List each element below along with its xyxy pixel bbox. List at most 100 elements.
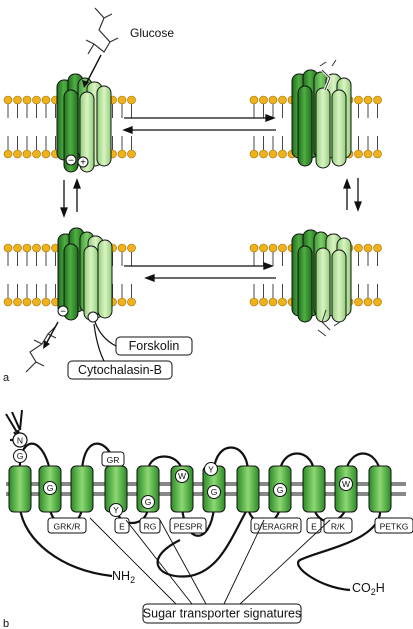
lipid-head <box>41 297 51 307</box>
lipid-head <box>127 297 136 307</box>
lipid-head <box>363 297 373 307</box>
lipid-head <box>32 243 41 253</box>
transporter-occluded-bottom <box>291 229 352 337</box>
cytochalasin-label: Cytochalasin-B <box>78 363 162 377</box>
lipid-head <box>41 95 51 105</box>
lipid-head <box>259 149 268 159</box>
helix-8 <box>236 465 260 513</box>
helix-residue: G <box>17 451 24 461</box>
lipid-head <box>127 243 136 253</box>
c-terminus-label: CO2H <box>352 581 385 597</box>
motif-label: PETKG <box>380 522 409 532</box>
lipid-head <box>13 243 22 253</box>
lipid-head <box>22 243 32 253</box>
cytochalasin-box <box>67 360 173 380</box>
lipid-head <box>3 297 13 307</box>
motif-label: R/K <box>331 522 346 532</box>
lipid-head <box>117 149 127 159</box>
lipid-head <box>363 243 373 253</box>
lipid-head <box>13 297 22 307</box>
lipid-head <box>127 95 136 105</box>
lipid-head <box>13 149 22 159</box>
helix-residue: G <box>211 487 218 497</box>
lipid-head <box>268 243 278 253</box>
lipid-head <box>259 243 268 253</box>
lipid-head <box>249 297 259 307</box>
lipid-head <box>41 243 51 253</box>
signature-box <box>142 603 302 624</box>
transporter-occluded-top <box>291 59 352 169</box>
lipid-head <box>13 95 22 105</box>
loop-residue-gr: GR <box>107 455 120 465</box>
helix-residue: Y <box>113 505 119 515</box>
topology-loops <box>10 429 382 592</box>
glycosylation-site: N <box>17 436 23 446</box>
lipid-head <box>22 95 32 105</box>
charge-minus: − <box>68 156 74 167</box>
lipid-head <box>41 149 51 159</box>
charge-minus-inward: − <box>60 307 66 318</box>
panel-a-label: a <box>3 372 10 384</box>
lipid-head <box>278 297 287 307</box>
lipid-head <box>32 297 41 307</box>
lipid-head <box>278 149 287 159</box>
lipid-head <box>117 243 127 253</box>
motif-label: PESPR <box>174 522 203 532</box>
lipid-head <box>363 95 373 105</box>
lipid-head <box>249 243 259 253</box>
lipid-head <box>127 149 136 159</box>
lipid-head <box>278 243 287 253</box>
lipid-head <box>249 95 259 105</box>
lipid-head <box>354 297 363 307</box>
glucose-label: Glucose <box>130 26 174 40</box>
helix-residue: W <box>178 471 186 481</box>
lipid-head <box>363 149 373 159</box>
lipid-head <box>22 297 32 307</box>
glucose-arrow <box>85 54 102 85</box>
signature-label: Sugar transporter signatures <box>143 607 301 621</box>
lipid-head <box>268 149 278 159</box>
helix-residue: W <box>342 479 350 489</box>
helix-3 <box>70 465 94 513</box>
motif-label: D/ERAGRR <box>254 522 299 532</box>
lipid-head <box>259 297 268 307</box>
glucose-released-icon <box>25 325 57 373</box>
lipid-head <box>117 297 127 307</box>
forskolin-label: Forskolin <box>129 339 180 353</box>
lipid-head <box>32 95 41 105</box>
transporter-outward-open: − + <box>56 73 112 173</box>
lipid-head <box>354 149 363 159</box>
panel-b-label: b <box>3 618 9 629</box>
helix-10 <box>302 465 326 513</box>
helix-12 <box>368 465 392 513</box>
signature-pointers <box>89 517 331 605</box>
lipid-head <box>373 149 382 159</box>
lipid-head <box>354 95 363 105</box>
helix-residue: G <box>145 497 152 507</box>
lipid-head <box>259 95 268 105</box>
lipid-head <box>373 95 382 105</box>
lipid-head <box>373 297 382 307</box>
motif-label: E <box>311 522 317 532</box>
lipid-head <box>249 149 259 159</box>
transporter-inward-open: − <box>57 227 113 323</box>
lipid-head <box>268 297 278 307</box>
n-terminus-label: NH2 <box>112 569 135 585</box>
glucose-molecule-icon <box>85 7 119 55</box>
lipid-head <box>373 243 382 253</box>
helix-residue: G <box>277 485 284 495</box>
helix-residue: G <box>47 483 54 493</box>
motif-label: GRK/R <box>54 522 81 532</box>
lipid-head <box>278 95 287 105</box>
equilibrium-arrows <box>60 114 362 282</box>
lipid-head <box>22 149 32 159</box>
lipid-head <box>268 95 278 105</box>
lipid-head <box>3 149 13 159</box>
lipid-head <box>3 95 13 105</box>
charge-plus: + <box>80 158 86 169</box>
motif-label: RG <box>144 522 157 532</box>
lipid-head <box>3 243 13 253</box>
transmembrane-helices: G G Y G W G G W <box>8 449 392 517</box>
loop-residue-y: Y <box>208 465 214 475</box>
